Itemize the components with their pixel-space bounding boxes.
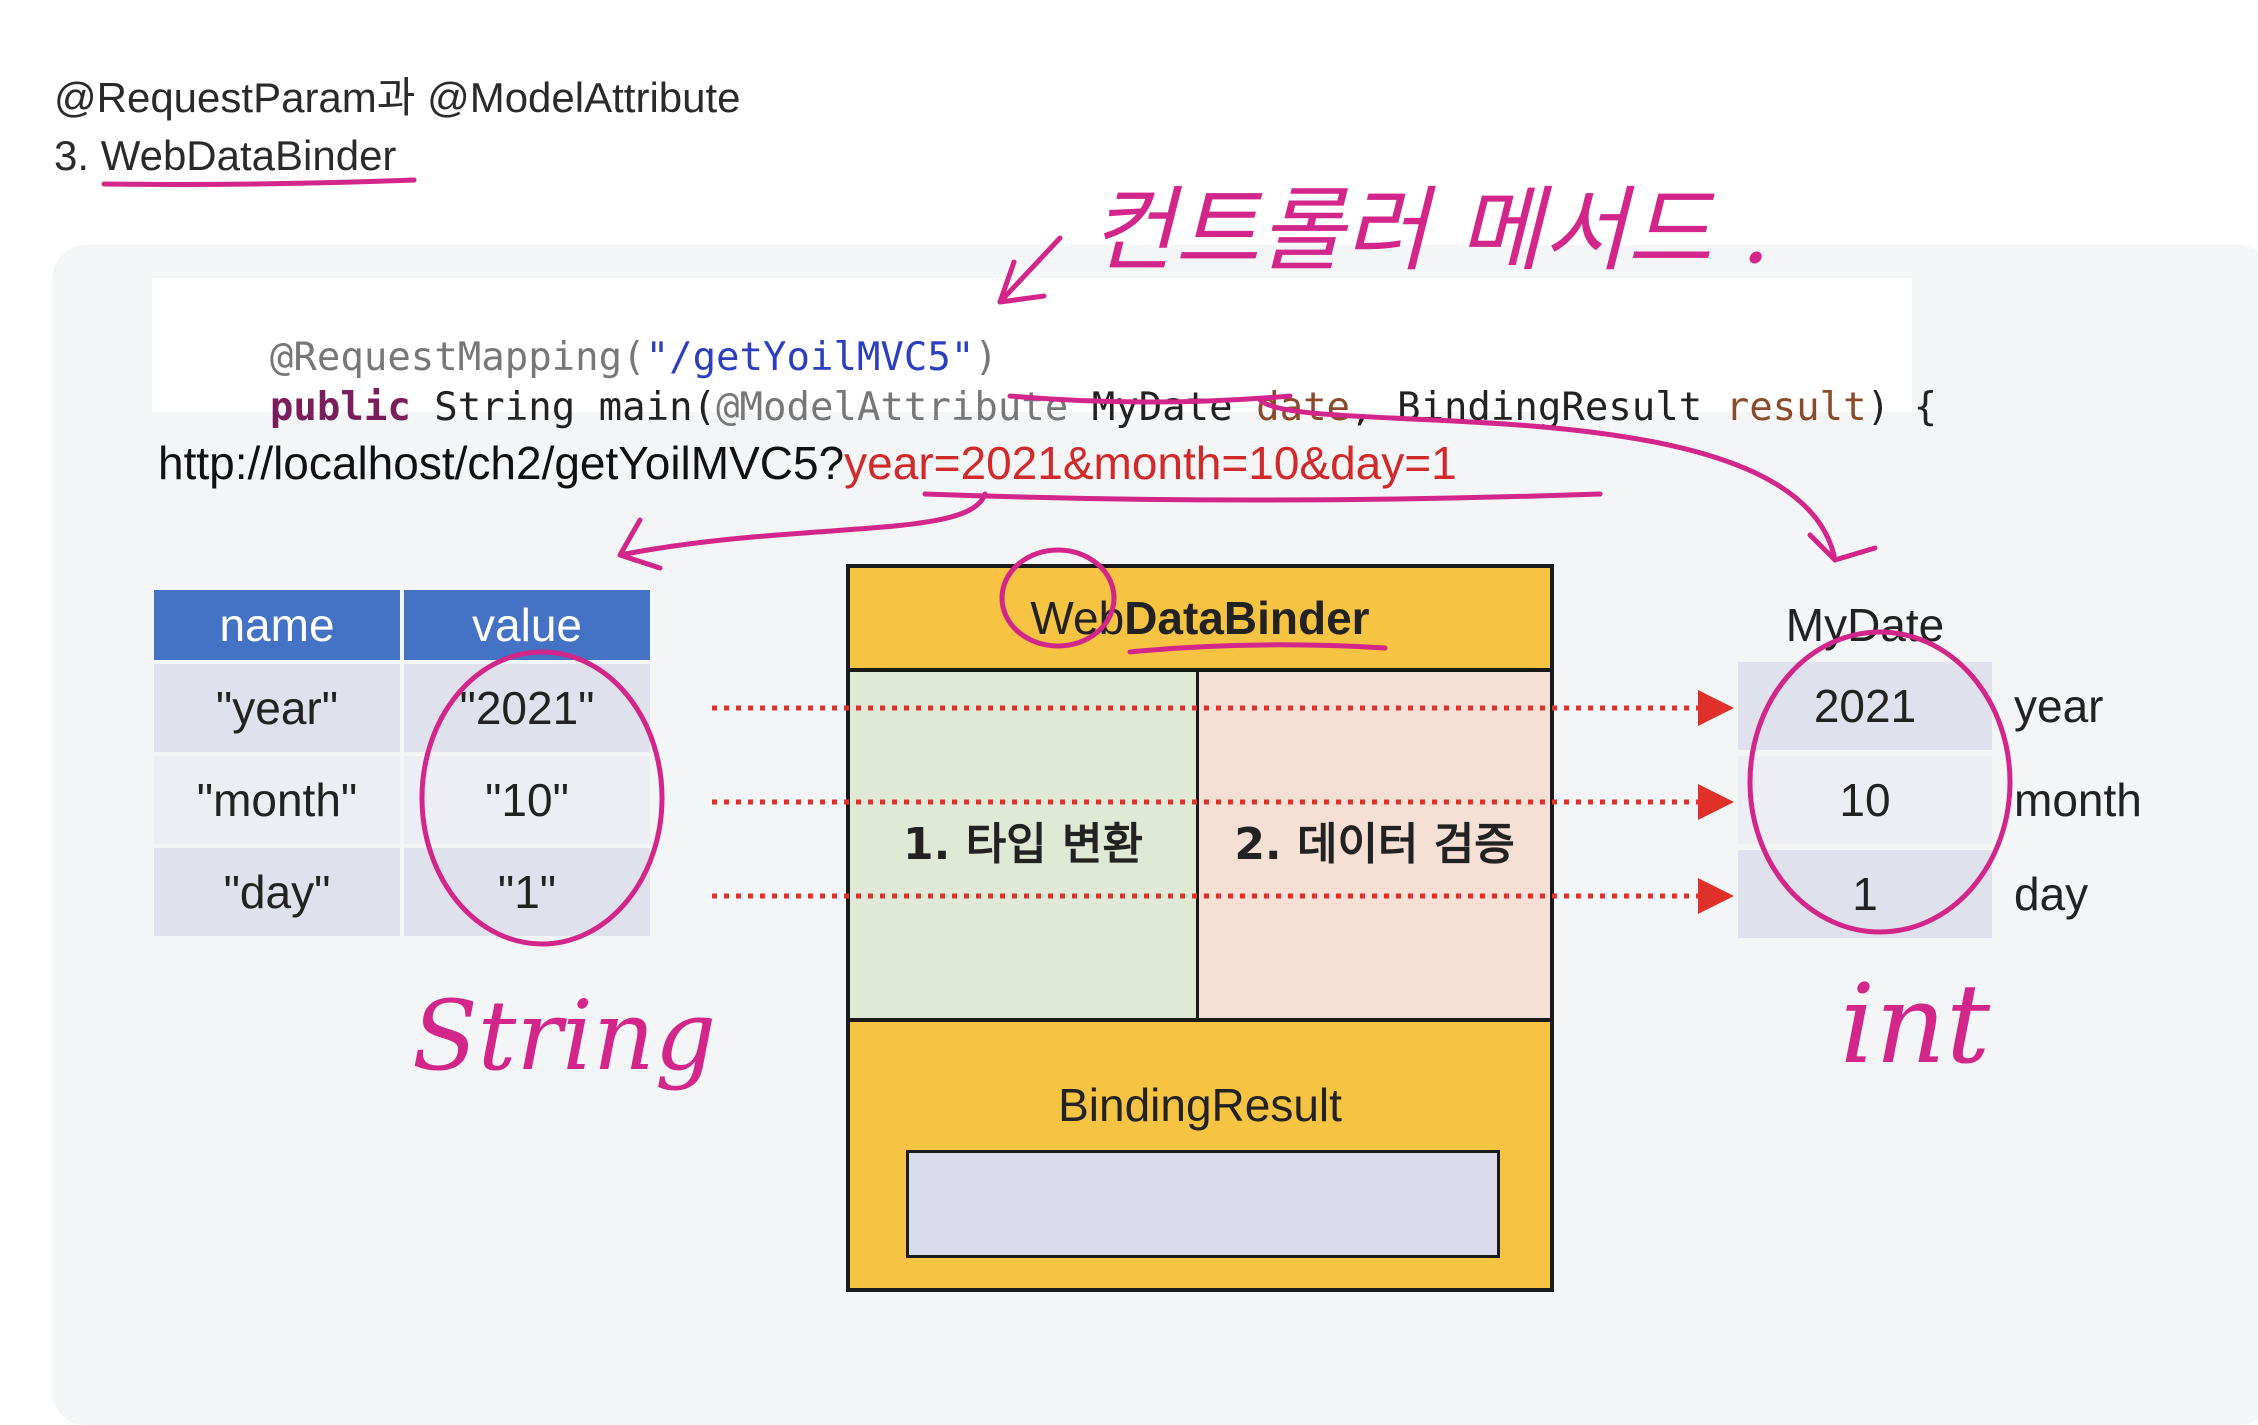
code-text: MyDate [1068,385,1257,430]
data-validation-step: 2. 데이터 검증 [1199,672,1550,1022]
type-conversion-step: 1. 타입 변환 [850,672,1199,1022]
table-header-value: value [404,590,650,660]
table-header-name: name [154,590,400,660]
heading-topic: @RequestParam과 @ModelAttribute [54,74,741,121]
code-paren: ) [974,335,998,380]
request-url: http://localhost/ch2/getYoilMVC5?year=20… [158,436,1457,490]
handwritten-note-controller-method: 컨트롤러 메서드 . [1090,177,1771,284]
mydate-value: 2021 [1738,662,1992,750]
binding-result-box [906,1150,1500,1258]
code-block: @RequestMapping("/getYoilMVC5") public S… [152,278,1937,430]
underline-webdatabinder [101,177,417,187]
code-param: date [1256,385,1351,430]
request-params-table: name value "year" "2021" "month" "10" "d… [150,586,654,940]
table-row: "year" "2021" [154,664,650,752]
binder-title: WebDataBinder [850,568,1550,672]
param-value: "10" [404,756,650,844]
code-line-2: public String main(@ModelAttribute MyDat… [176,340,1937,475]
url-query: year=2021&month=10&day=1 [844,437,1457,489]
param-name: "day" [154,848,400,936]
mydate-value: 1 [1738,850,1992,938]
url-base: http://localhost/ch2/getYoilMVC5? [158,437,845,489]
code-text: , BindingResult [1350,385,1726,430]
step-label: 2. 데이터 검증 [1234,819,1515,870]
param-value: "2021" [404,664,650,752]
binding-result-label: BindingResult [1058,1079,1342,1131]
code-annotation: @RequestMapping( [269,335,646,380]
code-keyword: public [269,385,411,430]
param-name: "year" [154,664,400,752]
param-value: "1" [404,848,650,936]
code-text: ) { [1866,385,1938,430]
binder-title-bold: DataBinder [1124,592,1370,644]
mydate-value: 10 [1738,756,1992,844]
handwritten-note-int: int [1840,960,1991,1088]
table-row: "month" "10" [154,756,650,844]
code-text: String main( [410,385,717,430]
heading-section: 3. WebDataBinder [54,132,397,179]
mydate-field: year [2014,680,2104,732]
web-data-binder-box: WebDataBinder 1. 타입 변환 2. 데이터 검증 Binding… [846,564,1554,1292]
param-name: "month" [154,756,400,844]
step-label: 1. 타입 변환 [903,819,1143,870]
table-row: "day" "1" [154,848,650,936]
code-string: "/getYoilMVC5" [645,335,975,380]
mydate-title: MyDate [1785,599,1945,651]
code-annotation: @ModelAttribute [716,385,1069,430]
binder-title-prefix: Web [1030,592,1125,644]
mydate-field: month [2014,774,2142,826]
code-param: result [1725,385,1867,430]
mydate-field: day [2014,868,2089,920]
handwritten-note-string: String [412,980,717,1092]
code-line-1: @RequestMapping("/getYoilMVC5") [176,290,998,425]
